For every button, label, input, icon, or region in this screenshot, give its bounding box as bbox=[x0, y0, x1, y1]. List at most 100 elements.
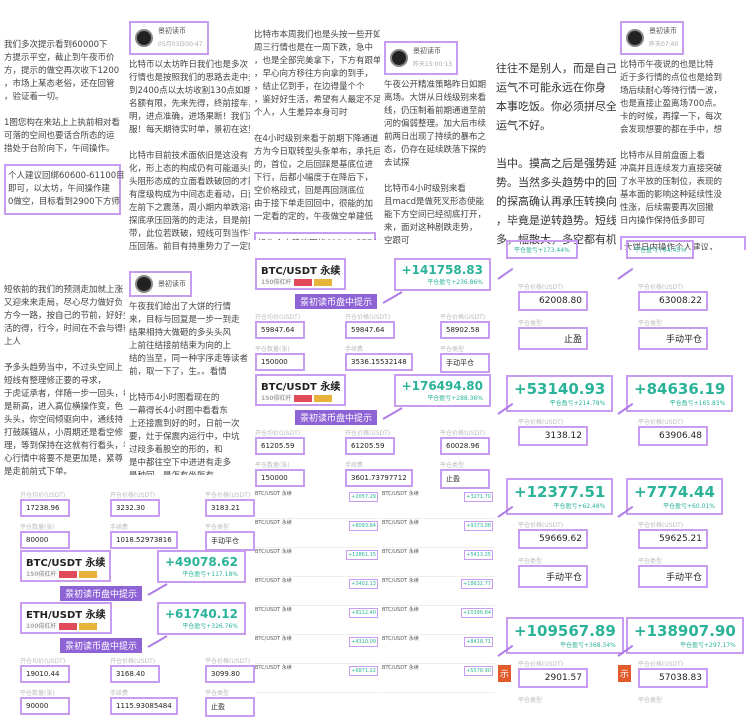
field-label: 开仓价格(USDT) bbox=[110, 492, 156, 499]
field-value: 3601.73797712 bbox=[345, 469, 413, 487]
pnl-box: 平仓盈亏+84.45% bbox=[626, 240, 694, 259]
trade-history-row[interactable]: BTC/USDT 永续+3271.70 bbox=[382, 490, 495, 519]
field: 平仓数量(张)150000 bbox=[255, 344, 305, 371]
post-text-line: 周三行情也是在一周下跌，急中 bbox=[254, 43, 374, 53]
highlight-box: 大饼日内操作个人建议，做多，目标看到64000上方作，个人建议回踩3080-30… bbox=[620, 236, 746, 250]
post-text-line: 短依前的我们的预测走加就上涨 bbox=[4, 285, 124, 295]
row-pnl: +8093.84 bbox=[349, 521, 378, 531]
row-pair: BTC/USDT 永续 bbox=[255, 636, 292, 642]
field-label: 开仓均价(USDT) bbox=[255, 430, 301, 437]
trade-history-row[interactable]: BTC/USDT 永续+9112.40 bbox=[255, 606, 380, 635]
post-text-line: 冲高并且连续发力直接突破 bbox=[620, 164, 723, 174]
field: 平仓价格(USDT)59625.21 bbox=[638, 520, 708, 549]
post-text-line: 能下方空间已经彻底打开， bbox=[384, 210, 487, 220]
field: 平仓价格(USDT)3099.80 bbox=[205, 656, 255, 683]
field: 平仓类型手动平仓 bbox=[518, 556, 588, 588]
post-text-line: 前两日出现了持续的暴布之 bbox=[384, 132, 487, 142]
field: 开仓均价(USDT)17238.96 bbox=[20, 490, 70, 517]
trade-history-row[interactable]: BTC/USDT 永续+5413.25 bbox=[382, 548, 495, 577]
post-text-line: 方今一路，按自己的节前，好好生 bbox=[4, 311, 125, 321]
field-label: 平仓数量(张) bbox=[255, 462, 290, 469]
post-text-line: 上前往结接前结束为向的上 bbox=[129, 341, 232, 351]
row-pnl: +9112.40 bbox=[349, 608, 378, 618]
post-text-line: 卡的时候，再撑一下，每次 bbox=[620, 112, 723, 122]
trade-history-row[interactable]: BTC/USDT 永续+5578.90 bbox=[382, 664, 495, 693]
post-text-line: 运气不可能永远在你身 bbox=[496, 81, 606, 94]
field-value: 59669.62 bbox=[518, 529, 588, 549]
post-text-line: 运气不好。 bbox=[496, 119, 551, 132]
row-pnl: +5578.90 bbox=[464, 666, 493, 676]
post-text-line: 头阻形态成的立面看跌破回的才能 bbox=[129, 177, 250, 187]
post-text-line: 了水平放的压制位，表现的 bbox=[620, 177, 723, 187]
post-time: 昨天15:00:13 bbox=[413, 61, 452, 68]
trade-history-row[interactable]: BTC/USDT 永续+2057.29 bbox=[255, 490, 380, 519]
post-panel: 比特市本周我们也是头按一些开如周三行情也是在一周下跌，急中，也是全部完美拿下，下… bbox=[250, 25, 380, 240]
tag-badge bbox=[78, 571, 97, 578]
highlight-text-line: 大饼日内操作个人建议， bbox=[624, 243, 718, 250]
post-text-line: 日内操作保持低多即可 bbox=[620, 216, 706, 226]
field: 开仓价格(USDT)3168.40 bbox=[110, 656, 160, 683]
field-value: 59847.64 bbox=[255, 321, 305, 339]
field-label: 开仓价格(USDT) bbox=[110, 658, 156, 665]
row-pair: BTC/USDT 永续 bbox=[255, 491, 292, 497]
post-text-line: 予多头趋势当中，不过头空间上 bbox=[4, 363, 124, 373]
post-text-line: 探底承压回落的的走法，目是前接 bbox=[129, 216, 250, 226]
author-info: 景初读币 bbox=[158, 278, 186, 291]
trade-history-row[interactable]: BTC/USDT 永续+3402.13 bbox=[255, 577, 380, 606]
post-text-line bbox=[254, 120, 376, 133]
tag-badge bbox=[313, 395, 332, 402]
row-pnl: +18632.77 bbox=[460, 579, 493, 589]
post-text-line: 的，首位，之后回踩是基底位进 bbox=[254, 160, 374, 170]
field: 平仓价格(USDT)60028.96 bbox=[440, 428, 490, 455]
field-value: 3138.12 bbox=[518, 426, 588, 446]
post-text-line: 比特币4小时图看现在的 bbox=[129, 393, 220, 403]
field: 平仓价格(USDT)62008.80 bbox=[518, 282, 588, 311]
trade-history-row[interactable]: BTC/USDT 永续+6871.22 bbox=[255, 664, 380, 693]
post-text-line: 来，目标与回复是一步一到走 bbox=[129, 315, 240, 325]
trade-history-row[interactable]: BTC/USDT 永续+12861.15 bbox=[255, 548, 380, 577]
post-text-line: 本事吃饭。你必须拼尽全 bbox=[496, 100, 616, 113]
field-value: 3183.21 bbox=[205, 499, 255, 517]
pnl-rate: 平仓盈亏+165.83% bbox=[669, 400, 726, 407]
trade-history-row[interactable]: BTC/USDT 永续 +18632.77 bbox=[382, 577, 495, 606]
trade-history-row[interactable]: BTC/USDT 永续+8418.71 bbox=[382, 635, 495, 664]
row-pair: BTC/USDT 永续 bbox=[382, 578, 419, 584]
field: 平仓价格(USDT)59669.62 bbox=[518, 520, 588, 549]
pnl-value: +12377.51 bbox=[514, 483, 606, 501]
trade-history-row[interactable]: BTC/USDT 永续+8093.84 bbox=[255, 519, 380, 548]
field-label: 手续费 bbox=[345, 346, 364, 353]
author-name: 景初读币 bbox=[649, 27, 677, 35]
field-value: 止盈 bbox=[205, 697, 255, 717]
post-text-line: 午夜我们给出了大饼的行情 bbox=[129, 302, 232, 312]
author-info: 景初读币昨天07:40 bbox=[649, 25, 678, 51]
field-value: 手动平仓 bbox=[518, 565, 588, 588]
field-value: 61205.59 bbox=[345, 437, 395, 455]
field: 平仓类型 bbox=[518, 695, 542, 704]
leverage: 150倍杠杆 bbox=[261, 393, 340, 402]
trade-history-row[interactable]: BTC/USDT 永续+4310.09 bbox=[255, 635, 380, 664]
field-value: 17238.96 bbox=[20, 499, 70, 517]
post-text-line: 是走前前式下单。 bbox=[4, 467, 73, 477]
post-text-line: 要，灶于保震内运行中，中坑 bbox=[129, 432, 240, 442]
trade-history-row[interactable]: BTC/USDT 永续+9373.08 bbox=[382, 519, 495, 548]
tag-badge bbox=[313, 279, 332, 286]
post-text-line: 化，形上态的构成仍有可能逼头向的 bbox=[129, 164, 250, 174]
field-value: 手动平仓 bbox=[638, 565, 708, 588]
trade-history-row[interactable]: BTC/USDT 永续+10396.84 bbox=[382, 606, 495, 635]
post-text-line: 近于多行情的点位也是给到 bbox=[620, 73, 723, 83]
row-pnl: +5413.25 bbox=[464, 550, 493, 560]
pair-name: BTC/USDT 永续 bbox=[261, 266, 341, 277]
field-label: 平仓数量(张) bbox=[20, 524, 55, 531]
pnl-rate: 平仓盈亏+214.78% bbox=[549, 400, 606, 407]
post-text-line bbox=[4, 349, 121, 362]
post-text-line bbox=[129, 379, 246, 392]
post-text-line: 由于接下单走回回中，很能的加 bbox=[254, 199, 374, 209]
post-text-line: 当中。摸高之后是强势延续 bbox=[496, 157, 616, 170]
